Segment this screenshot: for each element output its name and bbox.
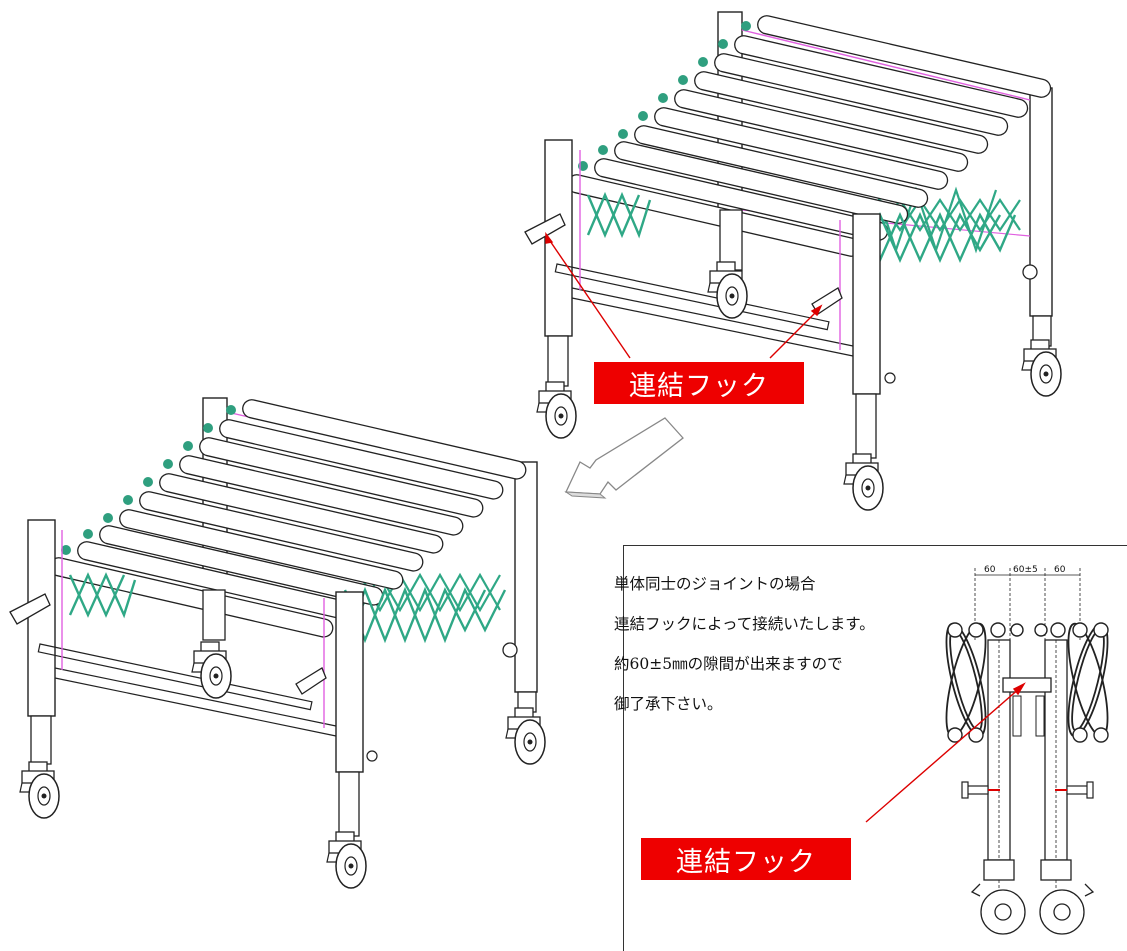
note-line: 約60±5㎜の隙間が出来ますので [614,655,843,673]
dimension-label: 60 [1054,565,1066,575]
dimension-label: 60±5 [1013,565,1038,575]
coupling-hook-bottom-left [9,593,51,625]
direction-arrow-icon [564,417,684,499]
coupling-hook-bottom-right [295,667,327,695]
note-line: 連結フックによって接続いたします。 [614,615,875,633]
hook-label-top: 連結フック [594,362,804,404]
hook-pointer-arrows-top [545,231,823,359]
roller-set-top [567,15,1052,257]
detail-panel-border [623,545,1127,951]
hook-label-bottom: 連結フック [641,838,851,880]
conveyor-unit-bottom [9,397,546,889]
dimension-label: 60 [984,565,996,575]
note-line: 単体同士のジョイントの場合 [614,575,816,593]
conveyor-unit-top [524,11,1062,511]
hook-pointer-arrow-bottom [865,682,1026,823]
roller-set-bottom [49,399,527,638]
note-line: 御了承下さい。 [614,695,723,713]
coupling-hook-top-left [524,213,566,245]
joint-detail-drawing: 60 60±5 60 [945,565,1109,935]
